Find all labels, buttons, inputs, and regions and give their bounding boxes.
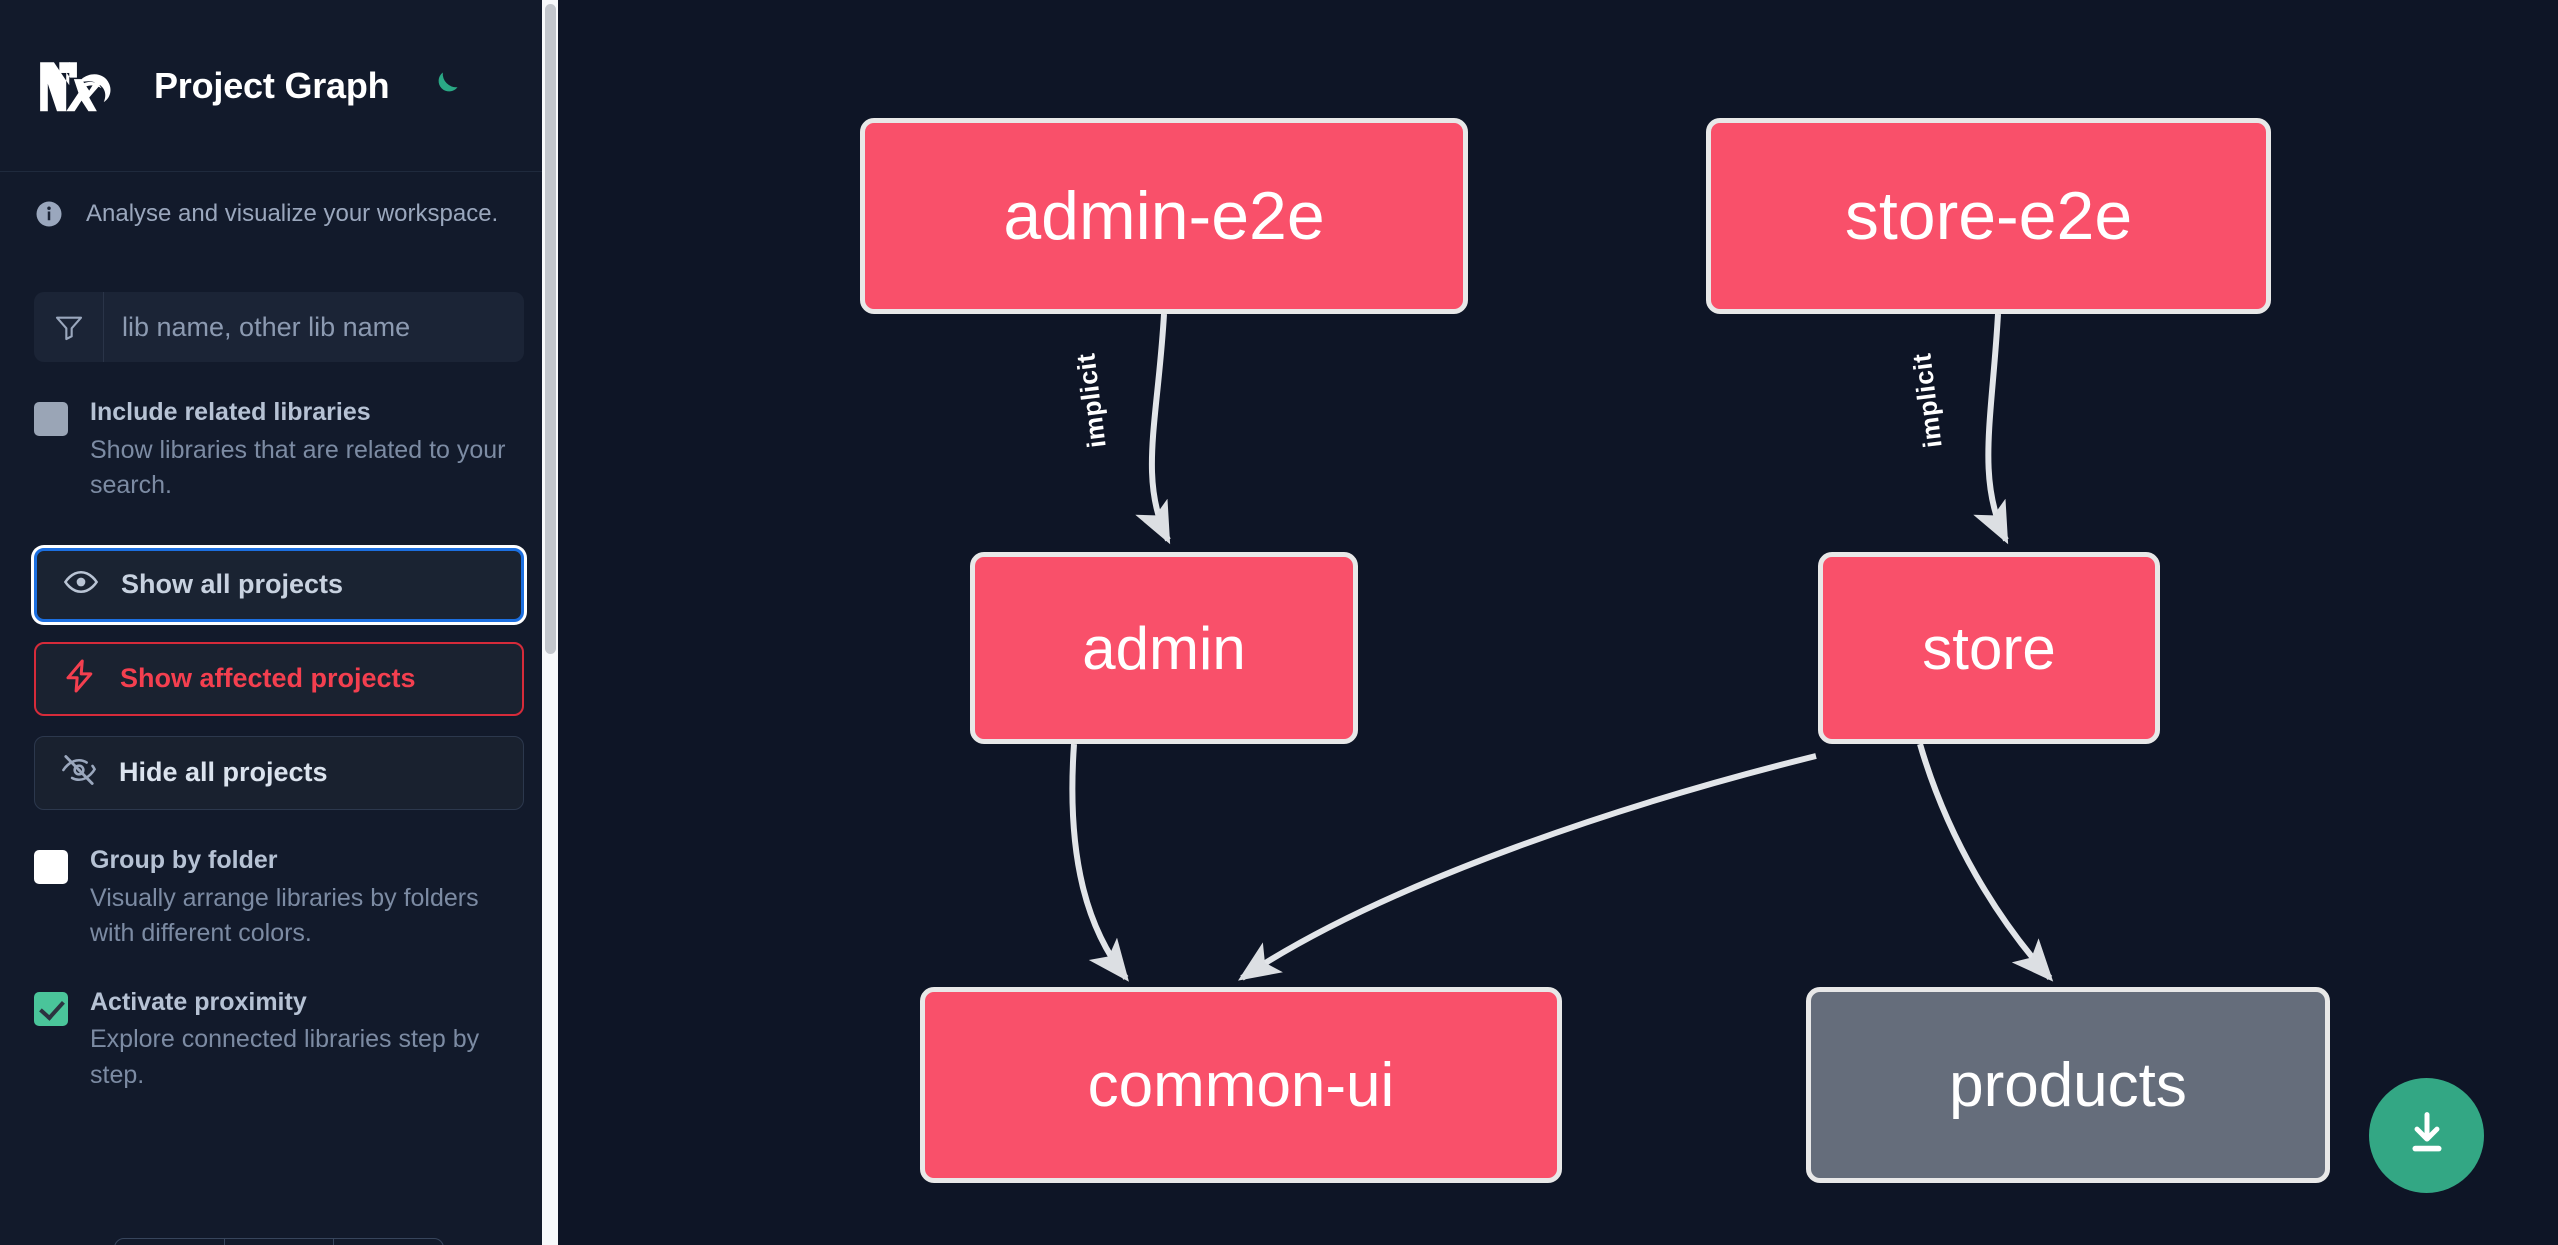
edge-admin-to-common-ui <box>1069 743 1129 982</box>
tagline-text: Analyse and visualize your workspace. <box>86 200 499 227</box>
edge-store-to-common-ui <box>1238 753 1817 981</box>
graph-node-store[interactable]: store <box>1818 552 2160 744</box>
checkbox-group-by-folder-desc: Visually arrange libraries by folders wi… <box>90 883 479 948</box>
checkbox-group-by-folder-label: Group by folder <box>90 845 278 874</box>
graph-node-admin-label: admin <box>1082 614 1246 682</box>
graph-edges <box>1069 313 2054 982</box>
proximity-stepper-decrease[interactable] <box>115 1239 225 1245</box>
download-icon <box>2401 1107 2453 1164</box>
sidebar-scrollbar-track[interactable] <box>542 0 558 1245</box>
checkbox-include-related-libraries-box[interactable] <box>34 402 68 436</box>
graph-node-products-label: products <box>1949 1050 2187 1120</box>
download-button[interactable] <box>2369 1078 2484 1193</box>
sidebar-body: Analyse and visualize your workspace. In… <box>0 172 558 1093</box>
graph-node-common-ui[interactable]: common-ui <box>920 987 1562 1183</box>
checkbox-activate-proximity-box[interactable] <box>34 991 68 1026</box>
graph-node-store-e2e-label: store-e2e <box>1844 178 2133 254</box>
show-all-projects-label: Show all projects <box>121 569 344 600</box>
graph-canvas[interactable]: admin-e2e store-e2e admin store common-u… <box>558 0 2558 1245</box>
sidebar-header: Project Graph <box>0 0 558 172</box>
graph-node-admin-e2e[interactable]: admin-e2e <box>860 118 1468 314</box>
checkbox-include-related-libraries-label: Include related libraries <box>90 398 371 426</box>
search-input[interactable] <box>104 292 524 362</box>
sidebar-scrollbar-thumb[interactable] <box>545 4 556 654</box>
page-title: Project Graph <box>154 64 390 106</box>
proximity-stepper-group[interactable] <box>114 1238 444 1245</box>
filter-icon[interactable] <box>34 292 104 362</box>
eye-icon <box>63 564 99 605</box>
edge-store-e2e-to-store <box>1973 313 2009 545</box>
checkbox-group-by-folder[interactable]: Group by folder Visually arrange librari… <box>34 844 524 952</box>
graph-node-admin[interactable]: admin <box>970 552 1358 744</box>
checkbox-activate-proximity[interactable]: Activate proximity Explore connected lib… <box>34 986 524 1094</box>
show-affected-projects-button[interactable]: Show affected projects <box>34 641 524 716</box>
info-icon <box>34 199 64 229</box>
hide-all-projects-label: Hide all projects <box>119 757 328 788</box>
nx-logo <box>34 50 126 122</box>
proximity-stepper-increase[interactable] <box>334 1239 443 1245</box>
eye-off-icon <box>61 752 97 793</box>
graph-node-store-e2e[interactable]: store-e2e <box>1706 118 2271 314</box>
sidebar: Project Graph Analyse and visualize your… <box>0 0 558 1245</box>
moon-icon[interactable] <box>421 63 467 109</box>
checkbox-activate-proximity-label: Activate proximity <box>90 987 307 1016</box>
graph-node-common-ui-label: common-ui <box>1087 1050 1395 1120</box>
checkbox-include-related-libraries-desc: Show libraries that are related to your … <box>90 435 506 500</box>
tagline-row: Analyse and visualize your workspace. <box>34 172 524 256</box>
edge-store-to-products <box>1917 743 2054 982</box>
edge-admin-e2e-to-admin <box>1135 313 1171 545</box>
checkbox-activate-proximity-desc: Explore connected libraries step by step… <box>90 1025 480 1089</box>
show-all-projects-button[interactable]: Show all projects <box>34 547 524 622</box>
graph-node-products[interactable]: products <box>1806 987 2330 1183</box>
graph-node-admin-e2e-label: admin-e2e <box>1003 178 1325 254</box>
project-visibility-buttons: Show all projects Show affected projects <box>34 547 524 810</box>
search-container <box>34 292 524 362</box>
proximity-stepper-value <box>225 1239 335 1245</box>
show-affected-projects-label: Show affected projects <box>120 663 416 694</box>
graph-node-store-label: store <box>1922 614 2056 682</box>
checkbox-group-by-folder-box[interactable] <box>34 849 68 884</box>
lightning-bolt-icon <box>62 658 98 699</box>
hide-all-projects-button[interactable]: Hide all projects <box>34 735 524 810</box>
checkbox-include-related-libraries[interactable]: Include related libraries Show libraries… <box>34 396 524 504</box>
